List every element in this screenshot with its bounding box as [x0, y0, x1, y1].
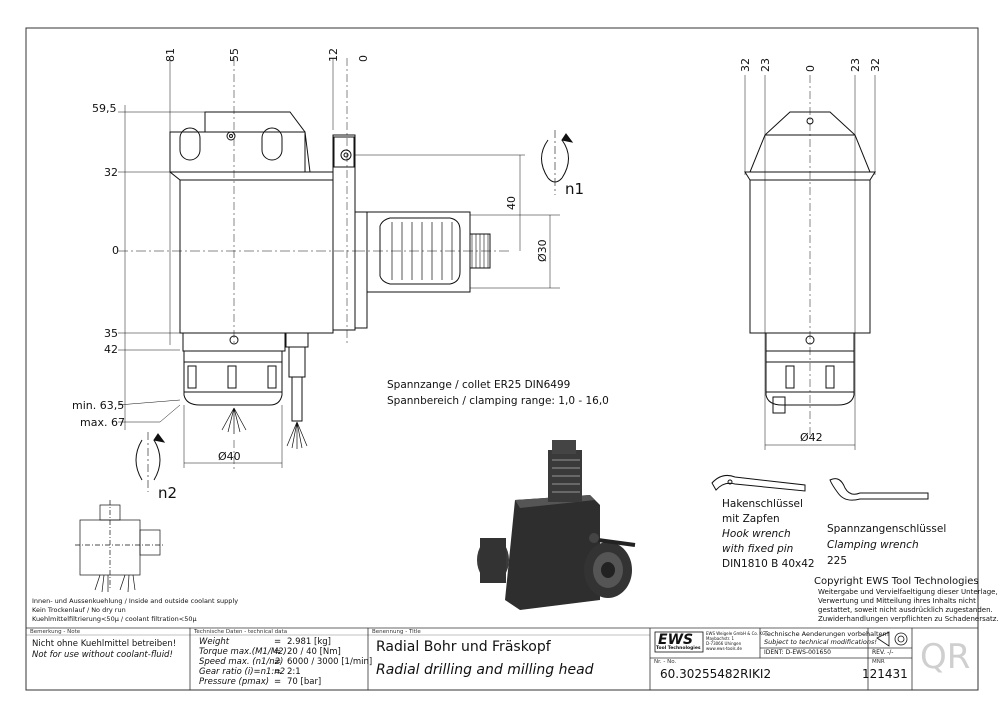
rotation-n1-label: n1: [565, 180, 585, 198]
copyright-title: Copyright EWS Tool Technologies: [814, 576, 979, 587]
qr-placeholder: QR: [920, 637, 971, 677]
dim-left-0: 0: [112, 244, 119, 257]
note-en: Not for use without coolant-fluid!: [32, 650, 173, 660]
dim-top-12: 12: [327, 48, 340, 62]
dim-left-32: 32: [104, 166, 118, 179]
tech-data-label: Technische Daten - technical data: [194, 629, 288, 635]
dim-d42: Ø42: [800, 431, 823, 444]
hook-wrench-line-1: Hakenschlüssel: [722, 498, 803, 510]
front-view: [744, 75, 876, 450]
tech-row-2-sep: =: [274, 647, 282, 657]
tech-row-5-value: 70 [bar]: [287, 677, 322, 687]
copyright-line-3: gestattet, soweit nicht ausdrücklich zug…: [818, 606, 993, 614]
coolant-note-3: Kuehlmittelfiltrierung<50µ / coolant fil…: [32, 615, 197, 623]
symbol-projection: [876, 631, 908, 647]
dim-top-55: 55: [228, 48, 241, 62]
company-line-1: EWS Weigele GmbH & Co. KG: [706, 631, 766, 636]
collet-line-2: Spannbereich / clamping range: 1,0 - 16,…: [387, 395, 609, 407]
mnr-number: 121431: [862, 667, 908, 681]
dim-front-32-right: 32: [869, 58, 882, 72]
tech-row-2-name: Torque max.(M1/M2): [199, 647, 287, 657]
company-line-4: www.ews-tools.de: [706, 646, 742, 651]
part-number: 60.30255482RIKI2: [660, 667, 772, 681]
nr-label: Nr. - No.: [654, 659, 677, 665]
coolant-schematic: [75, 500, 165, 593]
hook-wrench-drawing: [711, 475, 806, 492]
clamping-wrench-drawing: [829, 478, 929, 501]
clamping-wrench-line-3: 225: [827, 555, 848, 567]
title-label: Benennung - Title: [372, 629, 421, 635]
dim-40: 40: [505, 196, 518, 210]
dim-front-0: 0: [804, 65, 817, 72]
collet-line-1: Spannzange / collet ER25 DIN6499: [387, 379, 571, 391]
ident: IDENT: D-EWS-001650: [764, 649, 831, 656]
tech-row-5-name: Pressure (pmax): [199, 677, 270, 687]
tech-row-3-value: 6000 / 3000 [1/min]: [287, 657, 373, 667]
copyright-line-2: Verwertung und Mitteilung ihres Inhalts …: [818, 597, 976, 605]
title-block-lines: [26, 627, 978, 690]
dim-front-23-right: 23: [849, 58, 862, 72]
dim-left-min: min. 63,5: [72, 399, 125, 412]
dim-left-59-5: 59,5: [92, 102, 117, 115]
dim-top-0: 0: [357, 55, 370, 62]
tech-row-4-value: 2:1: [287, 667, 301, 677]
tech-row-4-sep: =: [274, 667, 282, 677]
tech-row-2-value: 20 / 40 [Nm]: [287, 647, 341, 657]
mnr-label: MNR: [872, 659, 885, 665]
tech-row-3-name: Speed max. (n1/n2): [199, 657, 284, 667]
rotation-n2-label: n2: [158, 484, 178, 502]
clamping-wrench-line-1: Spannzangenschlüssel: [827, 523, 947, 535]
coolant-note-1: Innen- und Aussenkuehlung / Inside and o…: [32, 597, 239, 605]
dim-left-max: max. 67: [80, 416, 125, 429]
hook-wrench-line-5: DIN1810 B 40x42: [722, 558, 815, 570]
hook-wrench-line-3: Hook wrench: [722, 528, 791, 540]
tech-row-1-sep: =: [274, 637, 282, 647]
rev: REV. -/-: [872, 649, 894, 656]
dim-d40: Ø40: [218, 450, 241, 463]
note-de: Nicht ohne Kuehlmittel betreiben!: [32, 639, 177, 649]
title-de: Radial Bohr und Fräskopf: [376, 639, 551, 655]
dim-d30: Ø30: [536, 239, 549, 262]
tech-row-1-value: 2.981 [kg]: [287, 637, 331, 647]
drawing-frame: [25, 27, 979, 691]
copyright-line-1: Weitergabe und Vervielfaeltigung dieser …: [818, 588, 998, 596]
logo-ews-text: EWS: [658, 632, 694, 648]
side-view: [117, 58, 574, 492]
tech-row-3-sep: =: [274, 657, 282, 667]
dim-front-23-left: 23: [759, 58, 772, 72]
dim-left-35: 35: [104, 327, 118, 340]
tech-row-5-sep: =: [274, 677, 282, 687]
clamping-wrench-line-2: Clamping wrench: [827, 539, 919, 551]
dim-top-81: 81: [164, 48, 177, 62]
hook-wrench-line-2: mit Zapfen: [722, 513, 780, 525]
copyright-line-4: Zuwiderhandlungen verpflichten zu Schade…: [818, 615, 999, 623]
dim-left-42: 42: [104, 343, 118, 356]
tech-row-1-name: Weight: [199, 637, 230, 647]
dim-front-32-left: 32: [739, 58, 752, 72]
note-label: Bemerkung - Note: [30, 629, 81, 635]
tech-row-4-name: Gear ratio (i)=n1:n2: [199, 667, 286, 677]
hook-wrench-line-4: with fixed pin: [722, 543, 794, 555]
title-en: Radial drilling and milling head: [376, 662, 594, 678]
coolant-note-2: Kein Trockenlauf / No dry run: [32, 606, 126, 614]
company-line-2: Maybachstr. 1: [706, 636, 735, 641]
logo-ews-subtitle: Tool Technologies: [656, 646, 701, 651]
company-line-3: D-73066 Uhingen: [706, 641, 742, 646]
isometric-render: [477, 440, 636, 610]
changes-de: Technische Aenderungen vorbehalten!: [764, 630, 890, 638]
logo-ews: [654, 631, 704, 653]
changes-en: Subject to technical modifications!: [764, 638, 877, 646]
